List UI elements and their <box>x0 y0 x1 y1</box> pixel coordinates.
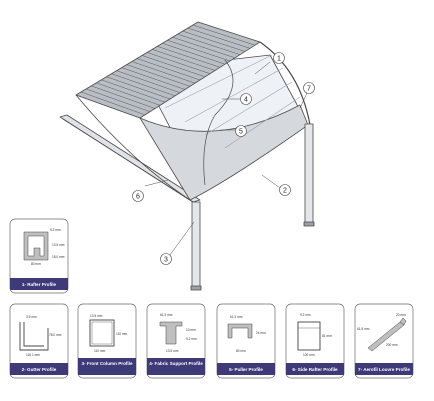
louvre-blade <box>106 76 171 100</box>
profile-card-puller: 61.3 mm 24 mm 80 mm 5- Puller Profile <box>216 303 276 379</box>
louvre-blade <box>182 30 246 52</box>
profile-card-fabric-support: 61.3 mm 10 mm 9.2 mm 13.5 mm 4- Fabric S… <box>146 303 206 379</box>
front-column-profile-shape <box>89 319 115 347</box>
louvre-blade <box>116 70 181 93</box>
svg-text:61.8 mm: 61.8 mm <box>357 327 370 331</box>
louvre-blade <box>142 55 206 78</box>
svg-text:10 mm: 10 mm <box>186 328 196 332</box>
svg-text:18.0 mm: 18.0 mm <box>52 255 65 259</box>
callout-4: 4 <box>240 93 252 105</box>
louvre-blade <box>75 94 141 119</box>
profile-card-aerofil-louvre: 20 mm 61.8 mm 200 mm 7- Aerofil Louvre P… <box>354 303 414 379</box>
svg-text:200 mm: 200 mm <box>386 343 398 347</box>
svg-text:13.5 mm: 13.5 mm <box>52 243 65 247</box>
roof-panels <box>164 54 301 149</box>
svg-text:2: 2 <box>283 188 287 195</box>
louvre-blade <box>86 88 151 112</box>
svg-text:1: 1 <box>277 56 281 63</box>
louvre-blade <box>197 21 261 43</box>
louvre-blade <box>187 27 251 49</box>
louvre-blade <box>136 58 201 81</box>
louvre-stack <box>75 21 261 119</box>
callout-3: 3 <box>160 253 172 265</box>
callouts <box>144 61 308 256</box>
svg-text:100 mm: 100 mm <box>303 353 315 357</box>
svg-text:5- Puller Profile: 5- Puller Profile <box>229 367 263 372</box>
callout-7: 7 <box>303 82 315 94</box>
louvre-blade <box>152 49 216 71</box>
louvre-blade <box>167 40 231 62</box>
callout-6: 6 <box>132 190 144 202</box>
callout-2: 2 <box>279 184 291 196</box>
front-beam <box>139 104 309 201</box>
svg-text:3: 3 <box>164 257 168 264</box>
gutter-profile-shape <box>19 322 49 351</box>
pergola-drawing <box>59 21 315 291</box>
svg-text:5: 5 <box>239 129 243 136</box>
louvre-blade <box>162 43 226 65</box>
louvre-blade <box>101 79 166 103</box>
svg-text:110 mm: 110 mm <box>116 332 128 336</box>
louvre-blade <box>111 73 176 97</box>
svg-text:6: 6 <box>136 194 140 201</box>
roof-sheet-edge <box>203 59 234 186</box>
louvre-profile-shape <box>367 317 407 352</box>
svg-text:4: 4 <box>244 97 248 104</box>
louvre-blade <box>172 36 236 59</box>
side-rafter-profile-shape <box>297 321 321 351</box>
svg-text:61.3 mm: 61.3 mm <box>160 313 173 317</box>
svg-text:13.5 mm: 13.5 mm <box>166 349 179 353</box>
puller-profile-shape <box>227 323 253 339</box>
svg-text:81 mm: 81 mm <box>322 334 332 338</box>
side-rafter-left <box>75 94 191 201</box>
svg-text:7: 7 <box>307 86 311 93</box>
svg-text:6- Side Rafter Profile: 6- Side Rafter Profile <box>292 367 338 372</box>
louvre-blade <box>121 67 186 90</box>
svg-text:61.3 mm: 61.3 mm <box>230 315 243 319</box>
svg-text:2- Gutter Profile: 2- Gutter Profile <box>22 367 57 372</box>
louvre-blade <box>91 85 156 109</box>
svg-text:80 mm: 80 mm <box>31 262 41 266</box>
front-column-right <box>303 123 315 227</box>
svg-text:24 mm: 24 mm <box>256 331 266 335</box>
louvre-blade <box>96 82 161 106</box>
profile-card-side-rafter: 9.2 mm 81 mm 100 mm 6- Side Rafter Profi… <box>285 303 345 379</box>
rafter-profile-shape <box>23 231 49 261</box>
svg-text:9.2 mm: 9.2 mm <box>186 337 197 341</box>
svg-text:110 mm: 110 mm <box>94 349 106 353</box>
svg-text:78.0 mm: 78.0 mm <box>49 333 62 337</box>
louvre-blade <box>131 61 196 84</box>
svg-text:116.1 mm: 116.1 mm <box>26 353 40 357</box>
svg-text:20 mm: 20 mm <box>396 313 406 317</box>
profile-card-gutter: 3.5 mm 78.0 mm 116.1 mm 2- Gutter Profil… <box>9 303 69 379</box>
front-column-left <box>190 201 202 291</box>
callout-1: 1 <box>273 52 285 64</box>
side-rafter-right <box>259 41 311 126</box>
svg-text:7- Aerofil Louvre Profile: 7- Aerofil Louvre Profile <box>358 367 410 372</box>
louvre-blade <box>80 91 146 116</box>
louvre-blade <box>147 52 211 74</box>
profile-card-rafter: 9.2 mm 13.5 mm 18.0 mm 80 mm 1- Rafter P… <box>9 218 69 294</box>
callout-markers: 1 2 3 4 5 6 7 <box>132 52 315 265</box>
svg-text:9.2 mm: 9.2 mm <box>300 313 311 317</box>
fabric-support-label: 4- Fabric Support Profile <box>149 361 203 366</box>
louvre-blade <box>157 46 221 68</box>
svg-text:80 mm: 80 mm <box>236 349 246 353</box>
svg-text:13.5 mm: 13.5 mm <box>90 314 103 318</box>
louvre-blade <box>177 33 241 55</box>
profile-card-front-column: 13.5 mm 110 mm 110 mm 3- Front Column Pr… <box>77 303 137 379</box>
louvre-blade <box>126 64 191 87</box>
svg-text:1- Rafter Profile: 1- Rafter Profile <box>22 282 57 287</box>
wall-profile <box>59 114 201 205</box>
svg-text:3.5 mm: 3.5 mm <box>26 315 37 319</box>
fabric-support-profile-shape <box>159 321 183 345</box>
svg-text:9.2 mm: 9.2 mm <box>50 228 61 232</box>
front-column-label: 3- Front Column Profile <box>81 361 133 366</box>
callout-5: 5 <box>235 125 247 137</box>
louvre-blade <box>192 24 256 46</box>
